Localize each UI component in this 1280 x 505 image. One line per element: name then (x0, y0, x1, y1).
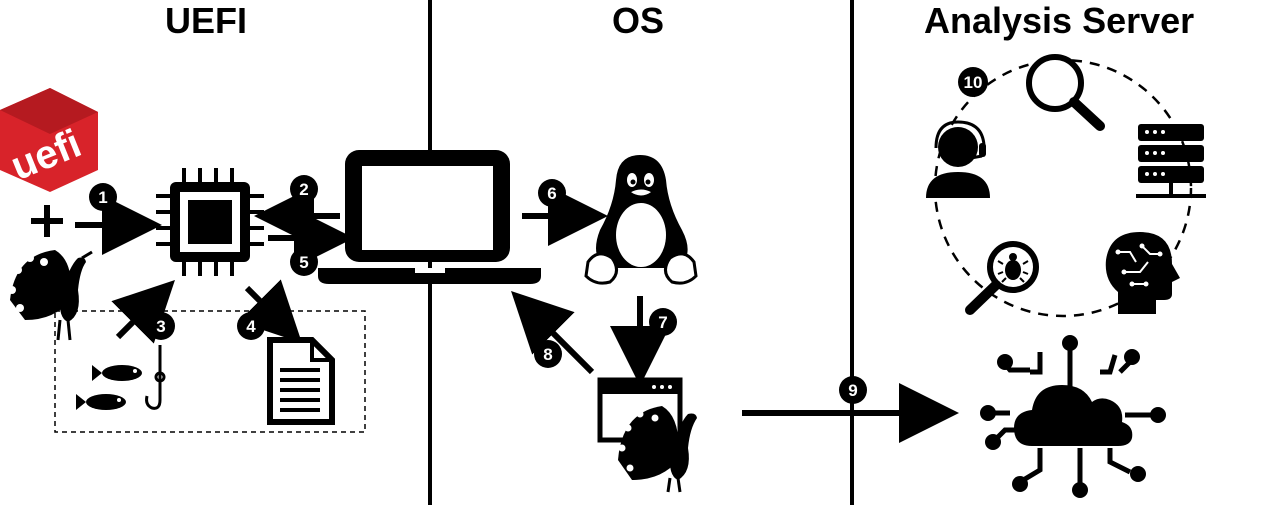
laptop-icon (318, 150, 541, 284)
svg-text:1: 1 (98, 188, 107, 207)
svg-text:6: 6 (547, 184, 556, 203)
step-badge-6: 6 (538, 179, 566, 207)
step-badge-7: 7 (649, 308, 677, 336)
analyst-headset-icon (926, 120, 990, 198)
document-icon (267, 337, 335, 425)
fish-icon (76, 365, 142, 410)
svg-text:4: 4 (246, 317, 256, 336)
uefi-attack-box (54, 310, 366, 433)
step-badge-2: 2 (290, 175, 318, 203)
step-badge-3: 3 (147, 312, 175, 340)
arrow-step-8 (511, 291, 595, 375)
step-badge-9: 9 (839, 376, 867, 404)
processor-chip-icon (156, 168, 264, 276)
svg-text:5: 5 (299, 253, 308, 272)
linux-penguin-icon (584, 155, 698, 285)
step-badge-4: 4 (237, 312, 265, 340)
bug-search-icon (965, 241, 1039, 315)
step-badge-10: 10 (958, 67, 988, 97)
fishing-hook-icon (145, 345, 166, 410)
svg-text:8: 8 (543, 345, 552, 364)
cloud-network-icon (980, 335, 1166, 498)
analysis-server-heading: Analysis Server (924, 0, 1195, 41)
svg-text:2: 2 (299, 180, 308, 199)
svg-text:7: 7 (658, 313, 667, 332)
step-badge-5: 5 (290, 248, 318, 276)
peacock-small-icon (618, 406, 697, 493)
svg-text:10: 10 (964, 73, 983, 92)
ai-head-icon (1105, 232, 1180, 314)
uefi-heading: UEFI (165, 0, 248, 41)
plus-icon (31, 205, 63, 237)
os-heading: OS (612, 0, 665, 41)
svg-text:9: 9 (848, 381, 857, 400)
svg-text:3: 3 (156, 317, 165, 336)
step-badge-8: 8 (534, 340, 562, 368)
arrow-step-4 (238, 279, 302, 343)
server-rack-icon (1136, 124, 1206, 198)
magnifier-icon (1026, 54, 1105, 131)
arrow-step-3 (111, 280, 175, 344)
step-badge-1: 1 (89, 183, 117, 211)
uefi-logo-icon: uefi (0, 88, 98, 192)
peacock-icon (8, 250, 93, 341)
